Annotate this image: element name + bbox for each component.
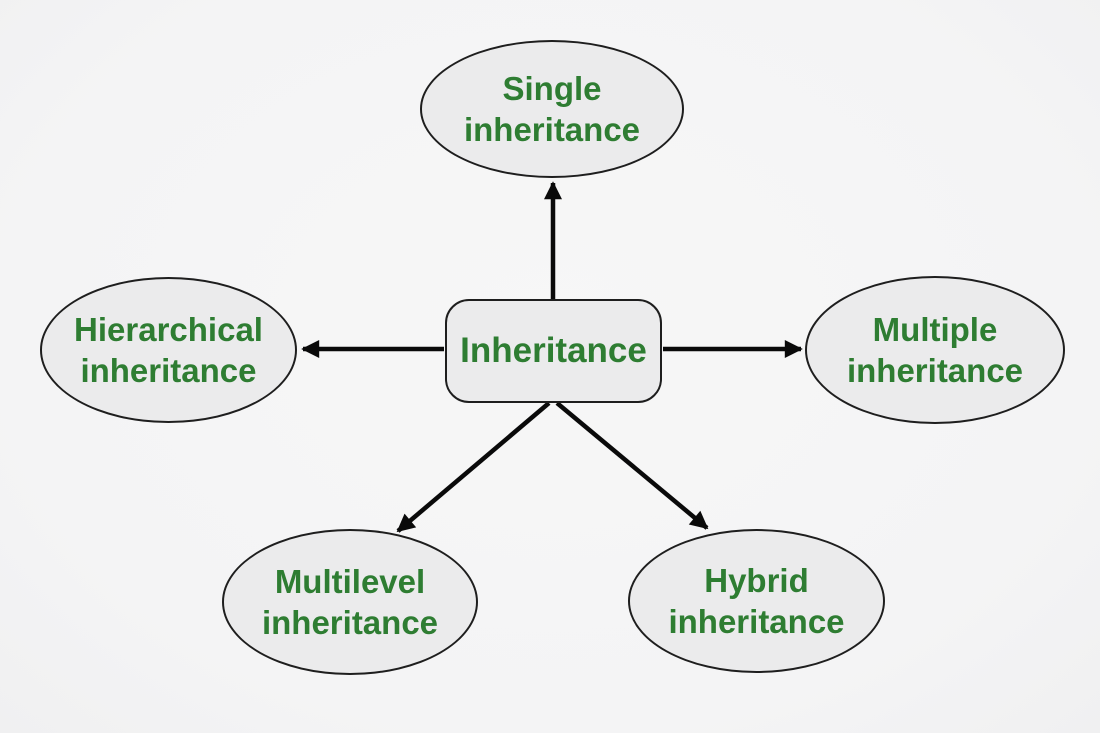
node-single-inheritance-label: Single inheritance [463,69,641,148]
node-multilevel-inheritance-label: Multilevel inheritance [261,562,439,641]
node-single-inheritance: Single inheritance [420,40,684,178]
node-multiple-inheritance: Multiple inheritance [805,276,1065,424]
node-hybrid-inheritance: Hybrid inheritance [628,529,885,673]
node-hybrid-inheritance-label: Hybrid inheritance [668,561,845,640]
node-hierarchical-inheritance-label: Hierarchical inheritance [74,310,263,389]
node-inheritance-center-label: Inheritance [460,331,647,371]
node-multilevel-inheritance: Multilevel inheritance [222,529,478,675]
node-multiple-inheritance-label: Multiple inheritance [846,310,1024,389]
node-inheritance-center: Inheritance [445,299,662,403]
arrow-to-hybrid-inheritance [555,401,709,530]
node-hierarchical-inheritance: Hierarchical inheritance [40,277,297,423]
arrow-to-multilevel-inheritance [396,401,551,533]
